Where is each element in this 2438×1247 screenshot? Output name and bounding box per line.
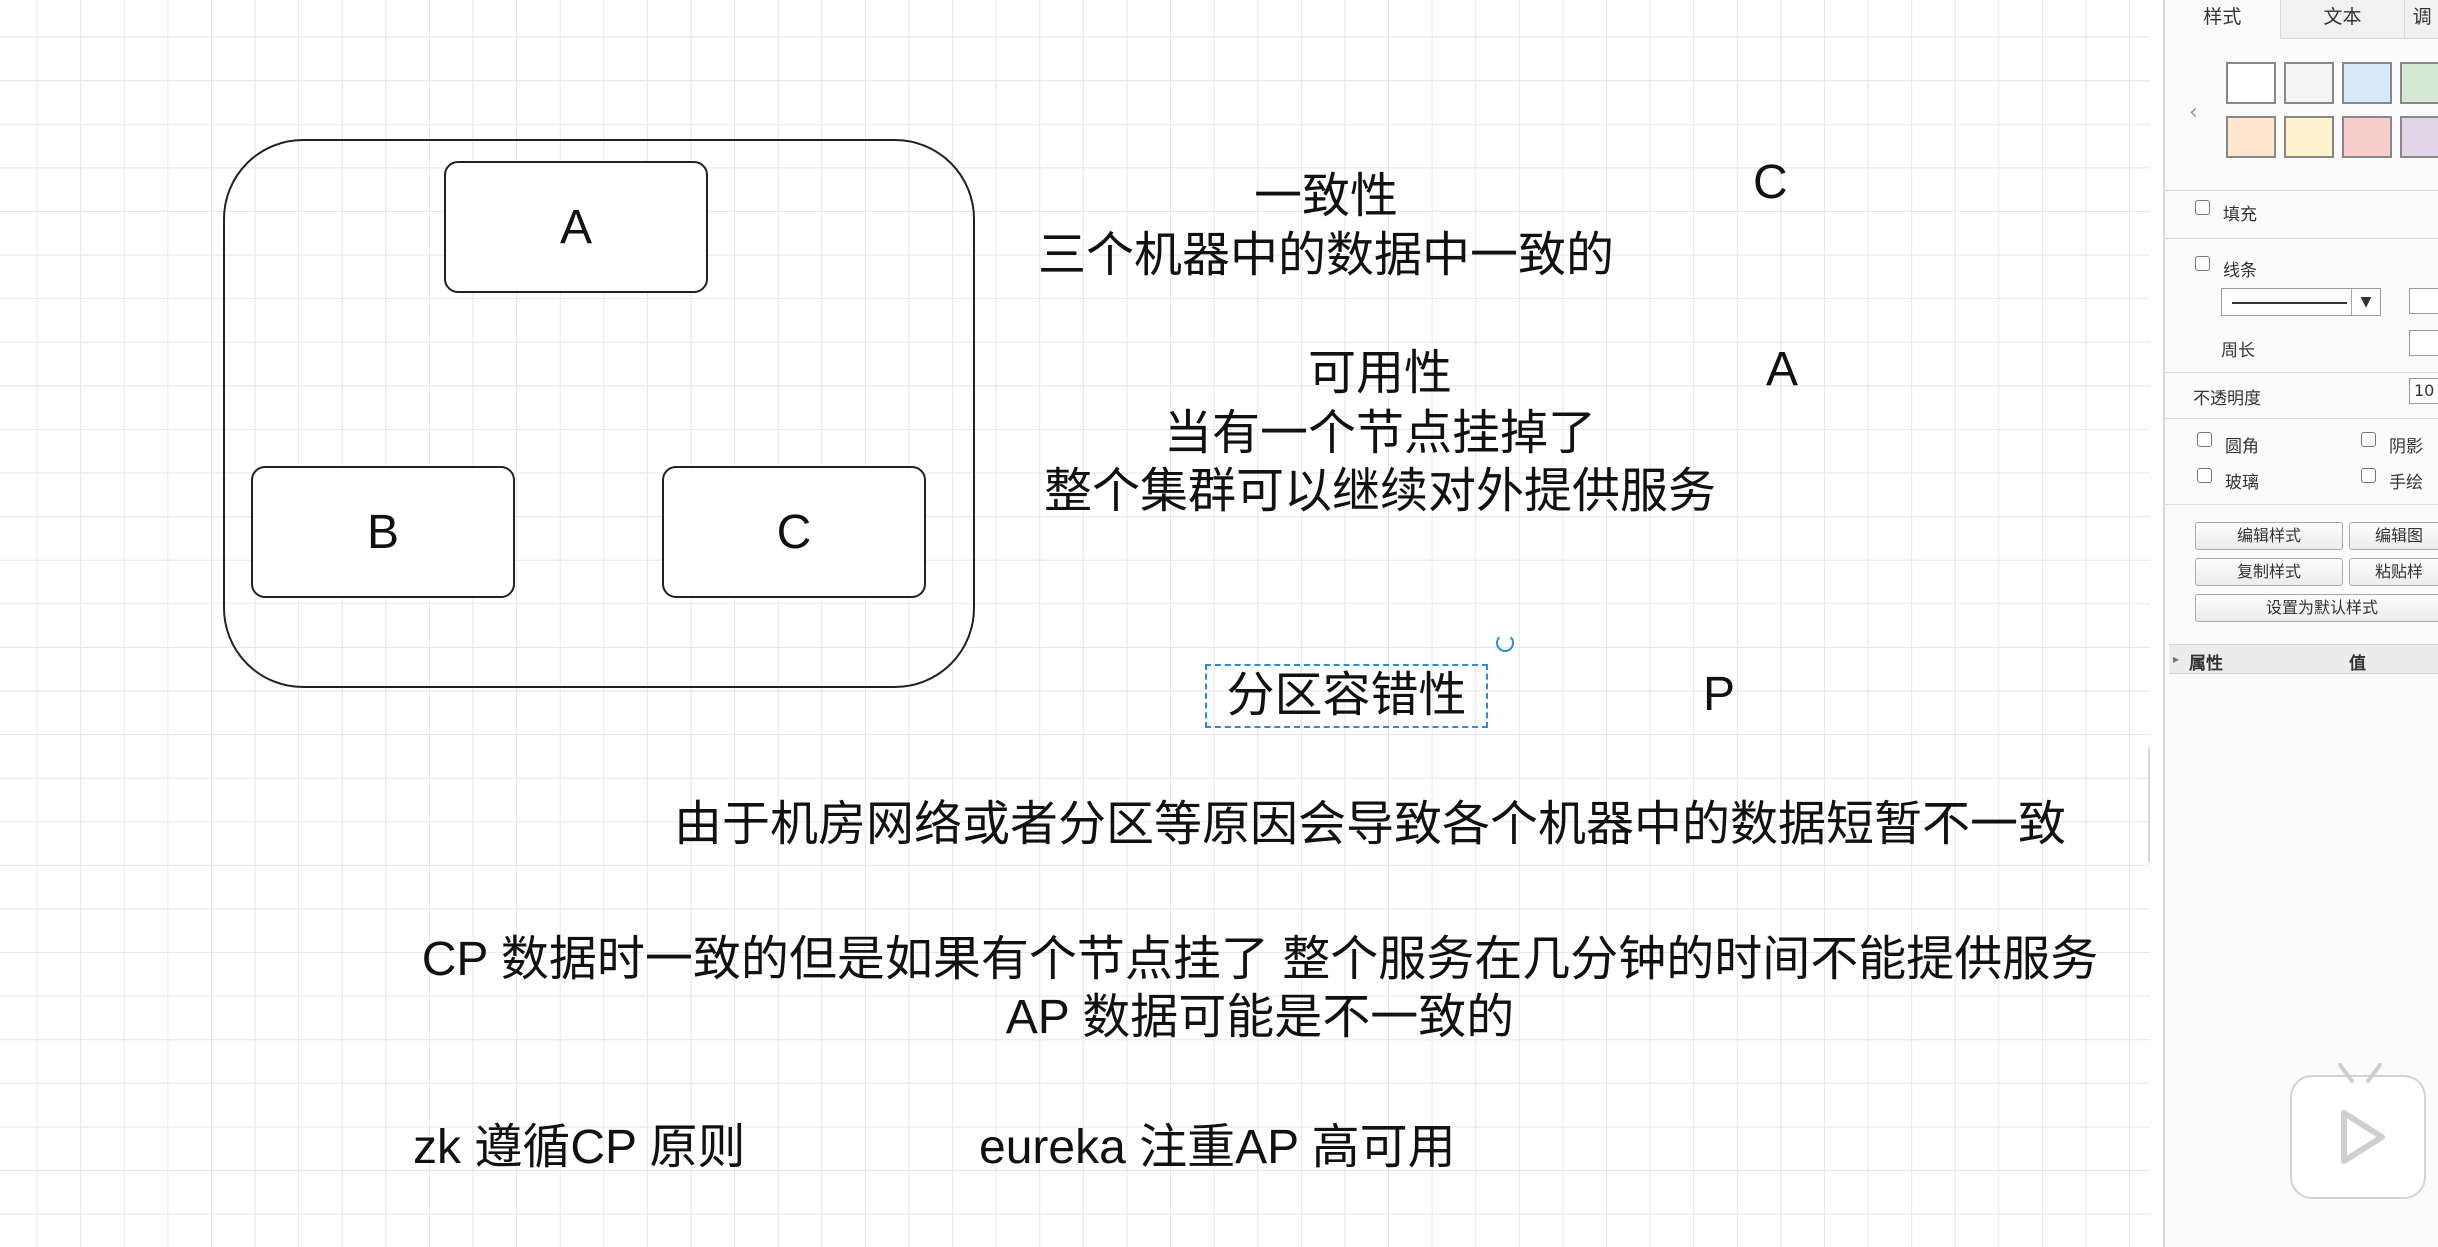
color-swatch[interactable] xyxy=(2400,62,2438,104)
partition-desc[interactable]: 由于机房网络或者分区等原因会导致各个机器中的数据短暂不一致 xyxy=(673,798,2067,851)
partition-title: 分区容错性 xyxy=(1226,669,1467,722)
glass-label: 玻璃 xyxy=(2225,473,2259,493)
line-checkbox[interactable] xyxy=(2195,256,2210,271)
line-pattern-preview xyxy=(2232,302,2347,304)
properties-header: ▸ 属性 值 xyxy=(2169,644,2438,674)
tab-text[interactable]: 文本 xyxy=(2280,0,2406,39)
set-default-style-button[interactable]: 设置为默认样式 xyxy=(2195,594,2438,622)
expand-triangle-icon[interactable]: ▸ xyxy=(2173,652,2180,666)
format-tabs: 样式 文本 调 xyxy=(2165,0,2438,39)
consistency-letter[interactable]: C xyxy=(1753,156,1788,209)
node-b[interactable]: B xyxy=(251,466,515,598)
shadow-label: 阴影 xyxy=(2389,437,2423,457)
node-a-label: A xyxy=(559,200,592,254)
divider xyxy=(2165,372,2438,373)
fill-label: 填充 xyxy=(2223,205,2257,225)
partition-letter[interactable]: P xyxy=(1703,668,1736,721)
play-icon xyxy=(2341,1110,2385,1164)
cluster-container-shape[interactable] xyxy=(223,139,975,688)
divider xyxy=(2165,418,2438,419)
line-label: 线条 xyxy=(2223,261,2257,281)
consistency-desc[interactable]: 三个机器中的数据中一致的 xyxy=(1037,229,1615,282)
perimeter-label: 周长 xyxy=(2221,341,2255,361)
node-c-label: C xyxy=(776,505,812,559)
perimeter-input[interactable] xyxy=(2409,330,2438,356)
divider xyxy=(2165,504,2438,505)
edit-image-button[interactable]: 编辑图 xyxy=(2349,522,2438,550)
tab-arrange[interactable]: 调 xyxy=(2405,0,2438,39)
chevron-left-icon[interactable]: ‹ xyxy=(2189,100,2198,125)
fill-checkbox[interactable] xyxy=(2195,200,2210,215)
copy-style-button[interactable]: 复制样式 xyxy=(2195,558,2343,586)
opacity-label: 不透明度 xyxy=(2193,389,2261,409)
availability-title[interactable]: 可用性 xyxy=(1307,347,1453,400)
shadow-checkbox[interactable] xyxy=(2361,432,2376,447)
color-swatch[interactable] xyxy=(2226,62,2276,104)
color-swatch[interactable] xyxy=(2284,62,2334,104)
edit-style-button[interactable]: 编辑样式 xyxy=(2195,522,2343,550)
cp-description[interactable]: CP 数据时一致的但是如果有个节点挂了 整个服务在几分钟的时间不能提供服务 xyxy=(421,933,2099,986)
video-play-button[interactable] xyxy=(2290,1063,2426,1199)
rotate-handle-icon[interactable] xyxy=(1496,634,1514,652)
tab-style[interactable]: 样式 xyxy=(2165,0,2281,39)
availability-letter[interactable]: A xyxy=(1766,343,1799,396)
diagram-canvas[interactable]: A B C 一致性 三个机器中的数据中一致的 C 可用性 当有一个节点挂掉了 整… xyxy=(0,0,2150,1247)
divider xyxy=(2165,238,2438,239)
consistency-title[interactable]: 一致性 xyxy=(1253,170,1399,223)
paste-style-button[interactable]: 粘贴样 xyxy=(2349,558,2438,586)
availability-line2[interactable]: 整个集群可以继续对外提供服务 xyxy=(1043,465,1717,518)
node-b-label: B xyxy=(366,505,399,559)
color-swatch[interactable] xyxy=(2400,116,2438,158)
node-a[interactable]: A xyxy=(444,161,708,293)
line-width-input[interactable] xyxy=(2409,288,2438,314)
eureka-note[interactable]: eureka 注重AP 高可用 xyxy=(979,1121,1456,1174)
availability-line1[interactable]: 当有一个节点挂掉了 xyxy=(1163,407,1597,460)
properties-col-value: 值 xyxy=(2349,654,2366,674)
partition-title-selected[interactable]: 分区容错性 xyxy=(1205,664,1488,728)
opacity-input[interactable]: 10 xyxy=(2409,378,2438,404)
ap-description[interactable]: AP 数据可能是不一致的 xyxy=(1005,991,1515,1044)
node-c[interactable]: C xyxy=(662,466,926,598)
sketch-checkbox[interactable] xyxy=(2361,468,2376,483)
zk-note[interactable]: zk 遵循CP 原则 xyxy=(413,1121,746,1174)
color-swatch[interactable] xyxy=(2342,116,2392,158)
divider xyxy=(2165,190,2438,191)
sketch-label: 手绘 xyxy=(2389,473,2423,493)
rounded-label: 圆角 xyxy=(2225,437,2259,457)
tv-ears-icon xyxy=(2338,1063,2382,1083)
rounded-checkbox[interactable] xyxy=(2197,432,2212,447)
line-pattern-select[interactable]: ▼ xyxy=(2221,288,2381,316)
color-swatch[interactable] xyxy=(2226,116,2276,158)
color-swatch[interactable] xyxy=(2342,62,2392,104)
dropdown-arrow-icon: ▼ xyxy=(2351,289,2380,315)
color-swatch[interactable] xyxy=(2284,116,2334,158)
properties-col-name: 属性 xyxy=(2189,654,2223,674)
format-panel: 样式 文本 调 ‹ 填充 线条 ▼ 周长 不透明度 10 圆角 阴影 玻璃 手绘… xyxy=(2163,0,2438,1247)
glass-checkbox[interactable] xyxy=(2197,468,2212,483)
canvas-scrollbar[interactable] xyxy=(2148,745,2150,865)
